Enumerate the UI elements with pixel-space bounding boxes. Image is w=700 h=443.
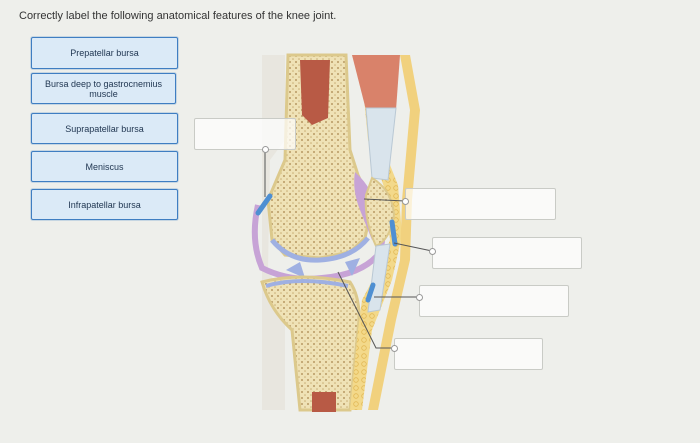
label-meniscus[interactable]: Meniscus [31, 151, 178, 182]
connector-dot [429, 248, 436, 255]
label-bursa-deep-to-gastrocnemius[interactable]: Bursa deep to gastrocnemius muscle [31, 73, 176, 104]
blue-bursa-prepatellar [389, 219, 398, 247]
connector-dot [402, 198, 409, 205]
drop-target-4[interactable] [419, 285, 569, 317]
quadriceps-muscle [352, 55, 400, 110]
femur-cartilage [270, 236, 370, 263]
drop-target-2[interactable] [405, 188, 556, 220]
femur-marrow [300, 60, 330, 125]
drop-target-5[interactable] [394, 338, 543, 370]
blue-bursa-posterior [255, 193, 273, 216]
meniscus-shape [286, 262, 305, 278]
instructions-text: Correctly label the following anatomical… [19, 10, 337, 22]
anterior-fat-pad [346, 55, 402, 410]
patella [364, 176, 396, 248]
label-prepatellar-bursa[interactable]: Prepatellar bursa [31, 37, 178, 69]
drop-target-1[interactable] [194, 118, 296, 150]
connector-dot [262, 146, 269, 153]
quadriceps-tendon [365, 107, 397, 181]
blue-bursa-infrapatellar [365, 282, 376, 303]
drop-target-3[interactable] [432, 237, 582, 269]
connector-dot [416, 294, 423, 301]
label-suprapatellar-bursa[interactable]: Suprapatellar bursa [31, 113, 178, 144]
skin-layer [368, 55, 420, 410]
label-infrapatellar-bursa[interactable]: Infrapatellar bursa [31, 189, 178, 220]
tibia [260, 275, 361, 412]
connector-dot [391, 345, 398, 352]
tibia-marrow [312, 392, 336, 412]
